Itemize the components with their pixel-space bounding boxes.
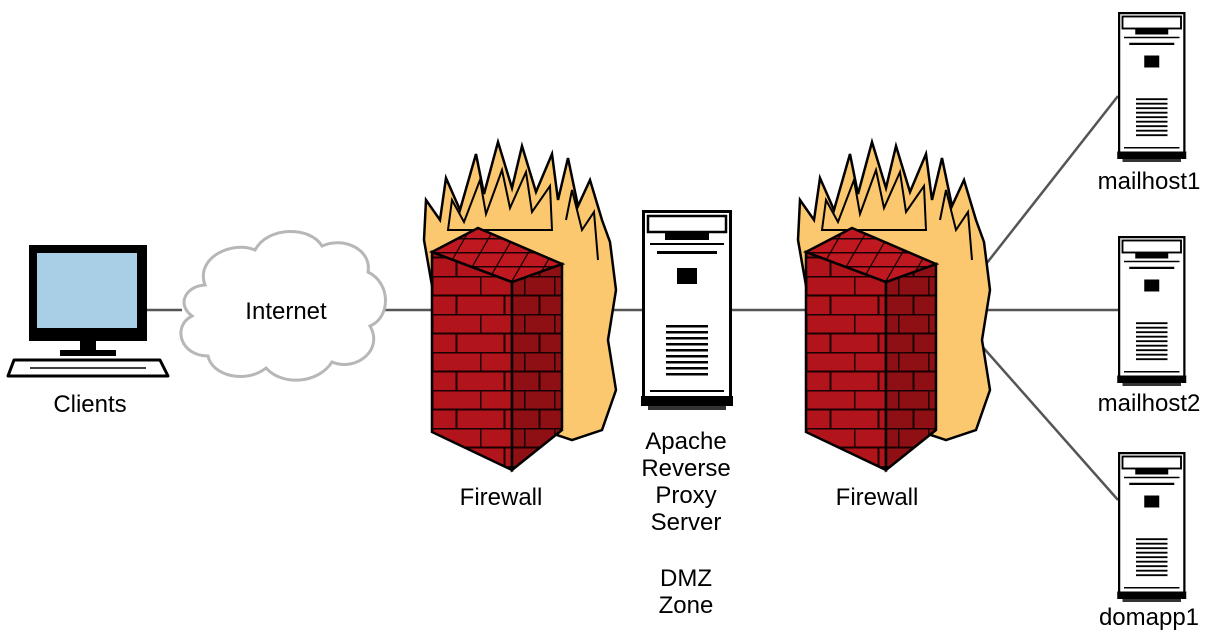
label-internet: Internet <box>245 298 327 325</box>
label-dmz-line-1: DMZ <box>660 565 712 592</box>
proxy-server-icon <box>639 210 735 412</box>
label-proxy-line-4: Server <box>650 509 722 536</box>
label-mailhost1: mailhost1 <box>1097 168 1201 195</box>
label-clients: Clients <box>53 391 127 418</box>
label-firewall-left: Firewall <box>459 484 543 511</box>
firewall-right-icon <box>796 140 992 472</box>
label-dmz-line-2: Zone <box>658 592 714 619</box>
label-dmz-zone: DMZ Zone <box>636 565 736 619</box>
server-mailhost2-icon <box>1116 236 1188 388</box>
label-proxy-line-1: Apache <box>645 428 727 455</box>
label-proxy-line-2: Reverse <box>641 455 731 482</box>
server-mailhost1-icon <box>1116 12 1188 164</box>
label-proxy-line-3: Proxy <box>655 482 717 509</box>
internet-cloud-icon <box>179 230 387 382</box>
label-proxy-server: Apache Reverse Proxy Server <box>620 428 752 536</box>
client-computer-icon <box>6 245 170 378</box>
label-domapp1: domapp1 <box>1098 604 1200 631</box>
label-firewall-right: Firewall <box>835 484 919 511</box>
firewall-left-icon <box>422 140 618 472</box>
label-mailhost2: mailhost2 <box>1097 390 1201 417</box>
server-domapp1-icon <box>1116 452 1188 604</box>
